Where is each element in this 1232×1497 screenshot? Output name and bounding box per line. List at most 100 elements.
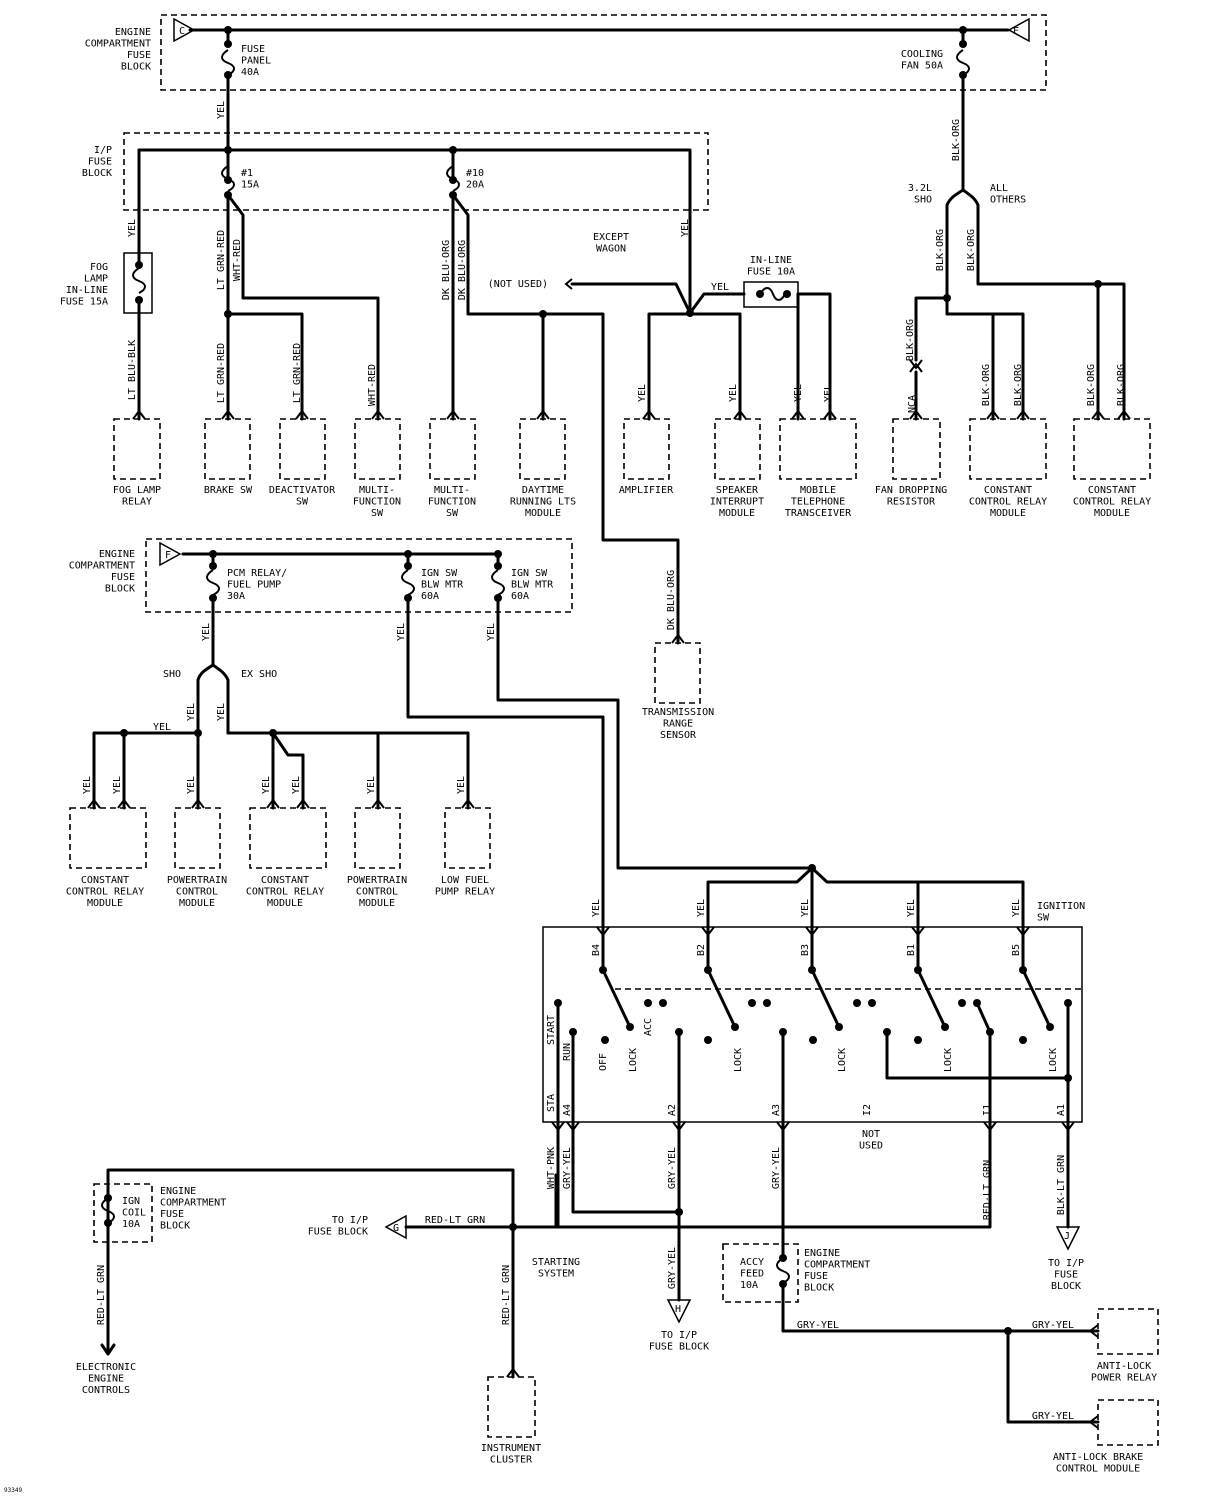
ign-coil-box xyxy=(93,1183,153,1243)
constant-control-relay-module-4 xyxy=(249,807,327,869)
constant-control-relay-module-1 xyxy=(969,418,1047,480)
splice-dot xyxy=(224,310,232,318)
splice-dot xyxy=(763,999,771,1007)
anti-lock-power-relay xyxy=(1097,1308,1159,1355)
splice-dot xyxy=(704,1036,712,1044)
splice-dot xyxy=(120,729,128,737)
wire-label: BLK-ORG xyxy=(1086,364,1097,406)
switch-label-pos-start: START xyxy=(546,1015,557,1045)
wire-label: GRY-YEL xyxy=(771,1147,782,1189)
switch-label-term-B1: B1 xyxy=(906,944,917,956)
splice-dot xyxy=(494,562,502,570)
splice-dot xyxy=(644,999,652,1007)
splice-dot xyxy=(704,966,712,974)
wire-label: YEL xyxy=(680,219,691,237)
fog-lamp-relay xyxy=(113,418,161,480)
wire-label: GRY-YEL xyxy=(667,1247,678,1289)
splice-dot xyxy=(756,290,764,298)
splice-dot xyxy=(914,1036,922,1044)
splice-dot xyxy=(224,71,232,79)
splice-dot xyxy=(224,40,232,48)
switch-label-pos-lock: LOCK xyxy=(1048,1048,1059,1072)
wire-label: BLK-ORG xyxy=(935,229,946,271)
wire-label: YEL xyxy=(127,219,138,237)
wire-labels: YEL BLK-ORG YEL LT GRN-RED WHT-RED DK BLU-ORG… xyxy=(82,101,1127,1422)
wire-label: YEL xyxy=(82,776,93,794)
splice-dot xyxy=(626,1023,634,1031)
wire-label: YEL xyxy=(153,722,171,733)
wire-label: WHT-RED xyxy=(367,364,378,406)
splice-dot xyxy=(973,999,981,1007)
label-brake-sw: BRAKE SW xyxy=(204,485,253,496)
splice-dot xyxy=(1046,1023,1054,1031)
splice-dot xyxy=(104,1194,112,1202)
splice-dot xyxy=(104,1219,112,1227)
wire-label: YEL xyxy=(216,101,227,119)
connector-h-label: H xyxy=(675,1304,681,1315)
wire-label: LT BLU-BLK xyxy=(127,340,138,400)
splice-dot xyxy=(779,1028,787,1036)
splice-dot xyxy=(494,550,502,558)
splice-dot xyxy=(135,261,143,269)
splice-dot xyxy=(601,1036,609,1044)
splice-dot xyxy=(599,966,607,974)
switch-label-term-A2: A2 xyxy=(667,1104,678,1116)
wire-label: YEL xyxy=(711,282,729,293)
splice-dot xyxy=(1064,1074,1072,1082)
switch-label-pos-lock: LOCK xyxy=(837,1048,848,1072)
splice-dot xyxy=(269,729,277,737)
splice-dot xyxy=(914,966,922,974)
splice-dot xyxy=(1019,966,1027,974)
wire-label: GRY-YEL xyxy=(562,1147,573,1189)
wire-label: DK BLU-ORG xyxy=(441,240,452,300)
splice-dot xyxy=(494,594,502,602)
splice-dot xyxy=(808,966,816,974)
wire-label: YEL xyxy=(486,623,497,641)
connector-flags: C F F G H J xyxy=(159,17,1081,1324)
low-fuel-pump-relay xyxy=(444,807,491,869)
mobile-telephone-transceiver xyxy=(779,418,857,480)
speaker-interrupt-module xyxy=(714,418,761,480)
drl-module xyxy=(519,418,566,480)
wire-label: LT GRN-RED xyxy=(216,230,227,290)
wire-label: YEL xyxy=(291,776,302,794)
splice-dot xyxy=(449,191,457,199)
switch-label-term-A3: A3 xyxy=(771,1104,782,1116)
connector-j-label: J xyxy=(1064,1231,1070,1242)
splice-dot xyxy=(959,71,967,79)
switch-label-term-B3: B3 xyxy=(800,944,811,956)
wire-label: YEL xyxy=(800,899,811,917)
wire-label: LT GRN-RED xyxy=(292,343,303,403)
switch-label-term-B2: B2 xyxy=(696,944,707,956)
wire-label: RED-LT GRN xyxy=(425,1215,485,1226)
wire-label: GRY-YEL xyxy=(797,1320,839,1331)
wire-label: BLK-ORG xyxy=(981,364,992,406)
wire-label: GRY-YEL xyxy=(667,1147,678,1189)
switch-label-term-A4: A4 xyxy=(562,1104,573,1116)
connector-f-mid-label: F xyxy=(165,550,171,561)
switch-label-pos-lock: LOCK xyxy=(733,1048,744,1072)
engine-fuse-block-mid-box xyxy=(145,538,573,613)
constant-control-relay-module-3 xyxy=(69,807,147,869)
splice-dot xyxy=(569,1028,577,1036)
wire-label: WHT-PNK xyxy=(546,1147,557,1189)
wire-label: RED-LT GRN xyxy=(501,1265,512,1325)
wire-label: YEL xyxy=(366,776,377,794)
splice-dot xyxy=(209,594,217,602)
